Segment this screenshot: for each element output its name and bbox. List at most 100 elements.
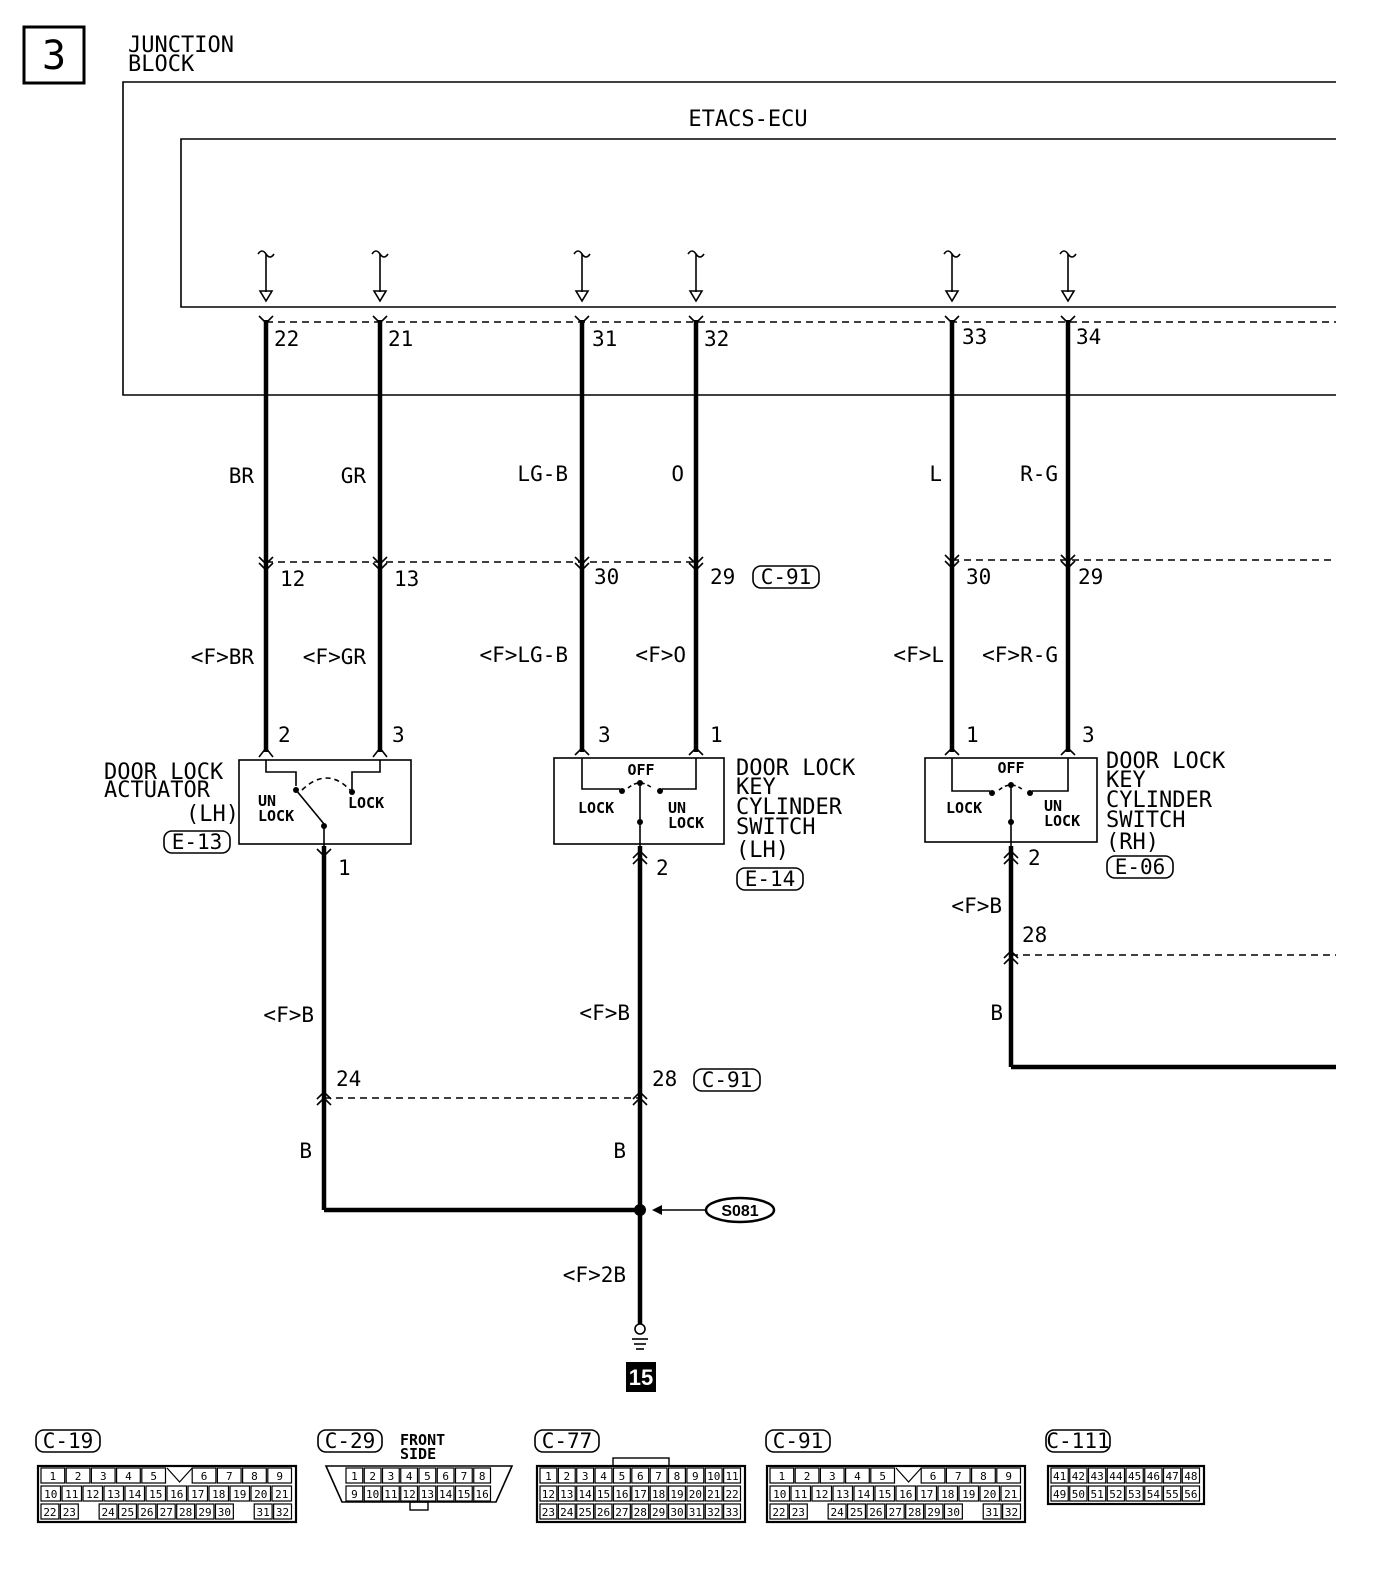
- connector-pin-number: 51: [1091, 1488, 1104, 1501]
- connector-cell: [1162, 1485, 1182, 1502]
- connector-cell: [176, 1503, 196, 1520]
- connector-pin-number: 30: [670, 1506, 683, 1519]
- switch-lh-off: OFF: [627, 761, 654, 779]
- connector-pin-number: 12: [403, 1488, 416, 1501]
- switch-lh-pin-3: 3: [598, 723, 611, 747]
- connector-cell: [381, 1485, 400, 1502]
- splice-label: S081: [721, 1203, 758, 1220]
- wire-color-gr: GR: [341, 464, 367, 488]
- connector-pin-number: 8: [479, 1470, 486, 1483]
- connector-pin-number: 5: [879, 1470, 886, 1483]
- ecu-pin-32: 32: [704, 327, 729, 351]
- connector-cell: [794, 1467, 820, 1484]
- connector-key: [895, 1467, 922, 1483]
- switch-rh-wire-b: B: [990, 1001, 1003, 1025]
- connector-cell: [156, 1503, 176, 1520]
- connector-pin-number: 5: [424, 1470, 431, 1483]
- connector-pin-number: 6: [637, 1470, 644, 1483]
- ground-icon: [632, 1323, 648, 1350]
- connector-pin-number: 1: [779, 1470, 786, 1483]
- connector-cell: [267, 1467, 293, 1484]
- connector-cell: [216, 1467, 242, 1484]
- connector-pin-number: 9: [351, 1488, 358, 1501]
- connector-cell: [145, 1485, 167, 1502]
- ecu-arrow: [943, 250, 961, 303]
- connector-cell: [103, 1485, 125, 1502]
- connector-pin-number: 10: [773, 1488, 786, 1501]
- connector-cell: [454, 1485, 473, 1502]
- connector-cell: [363, 1485, 382, 1502]
- switch-rh-name-4: SWITCH: [1106, 808, 1185, 833]
- connector-cell: [65, 1467, 91, 1484]
- connector-pin-number: 2: [563, 1470, 570, 1483]
- connector-pin-number: 7: [655, 1470, 662, 1483]
- ground-number: 15: [629, 1365, 653, 1390]
- switch-rh-name-5: (RH): [1106, 830, 1159, 855]
- connector-pin-number: 8: [980, 1470, 987, 1483]
- switch-rh-c91-pin: 28: [1022, 923, 1047, 947]
- connector-cell: [195, 1503, 215, 1520]
- switch-lh-unlock-1: UN: [668, 799, 686, 817]
- connector-pin-number: 6: [930, 1470, 937, 1483]
- switch-lh-ref: E-14: [745, 867, 796, 891]
- connector-pin-number: 55: [1166, 1488, 1179, 1501]
- ecu-pin-34: 34: [1076, 325, 1101, 349]
- switch-rh-name-2: KEY: [1106, 768, 1146, 793]
- connector-cell: [723, 1467, 742, 1484]
- connector-pin-number: 15: [878, 1488, 891, 1501]
- actuator-name-2: ACTUATOR: [104, 778, 211, 803]
- ecu-pin-21: 21: [388, 327, 413, 351]
- connector-cell: [844, 1467, 870, 1484]
- connector-pin-number: 25: [579, 1506, 592, 1519]
- connector-cell: [1106, 1467, 1126, 1484]
- connector-cell: [704, 1503, 723, 1520]
- connector-cell: [1002, 1503, 1022, 1520]
- connector-pin-number: 24: [101, 1506, 115, 1519]
- switch-lh-name-1: DOOR LOCK: [736, 756, 856, 781]
- switch-rh-pin-3: 3: [1082, 723, 1095, 747]
- connector-pin-number: 22: [43, 1506, 56, 1519]
- switch-lh-unlock-2: LOCK: [668, 814, 704, 832]
- ecu-pin-33: 33: [962, 325, 987, 349]
- etacs-ecu-label: ETACS-ECU: [688, 107, 807, 132]
- connector-pin-number: 27: [889, 1506, 902, 1519]
- connector-cell: [631, 1467, 650, 1484]
- connector-ref-label: C-91: [773, 1429, 824, 1453]
- connector-cell: [59, 1503, 79, 1520]
- connector-pin-number: 21: [275, 1488, 288, 1501]
- connector-cell: [40, 1485, 62, 1502]
- connector-pin-number: 9: [1005, 1470, 1012, 1483]
- connector-cell: [1181, 1467, 1201, 1484]
- connector-pin-number: 53: [1128, 1488, 1141, 1501]
- connector-pin-number: 20: [689, 1488, 702, 1501]
- connector-pin-number: 4: [600, 1470, 607, 1483]
- connector-cell: [208, 1485, 230, 1502]
- connector-pin-number: 24: [830, 1506, 844, 1519]
- connector-pin-number: 33: [725, 1506, 738, 1519]
- connector-cell: [400, 1485, 419, 1502]
- connector-cell: [1069, 1467, 1088, 1484]
- connector-cell: [576, 1485, 595, 1502]
- connector-latch: [409, 1501, 429, 1511]
- c91-pin-24: 24: [336, 1067, 361, 1091]
- connector-pin-number: 28: [179, 1506, 192, 1519]
- wire-color-l: L: [929, 462, 942, 486]
- connector-pin-number: 5: [619, 1470, 626, 1483]
- connector-cell: [539, 1503, 558, 1520]
- connector-pin-number: 4: [406, 1470, 413, 1483]
- connector-cell: [1106, 1485, 1126, 1502]
- connector-cell: [996, 1467, 1022, 1484]
- connector-cell: [557, 1485, 576, 1502]
- connector-cell: [1125, 1467, 1144, 1484]
- connector-cell: [1050, 1485, 1069, 1502]
- connector-cell: [117, 1503, 138, 1520]
- connector-cell: [982, 1503, 1002, 1520]
- connector-pin-number: 28: [634, 1506, 647, 1519]
- connector-pin-number: 17: [920, 1488, 933, 1501]
- connector-cell: [594, 1467, 613, 1484]
- connector-pin-number: 8: [251, 1470, 258, 1483]
- connector-cell: [667, 1485, 687, 1502]
